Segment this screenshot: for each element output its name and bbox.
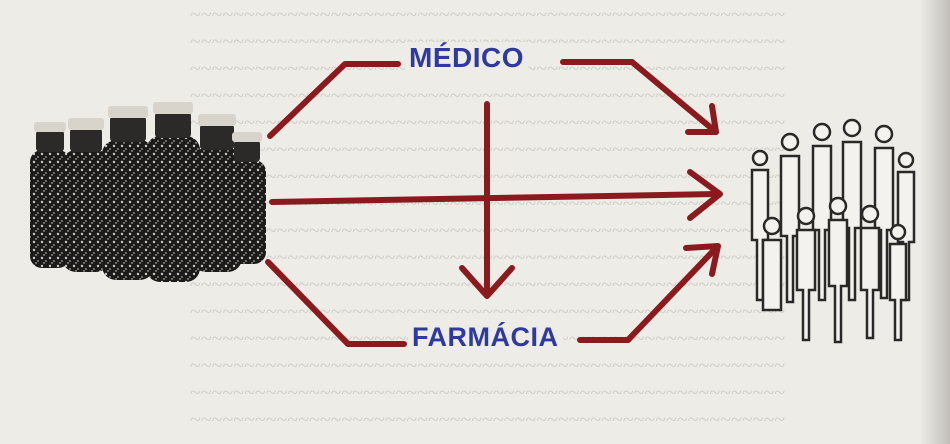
arrow-bottles-to-medico [267,61,401,139]
bottle-icon [30,122,70,268]
person-icon [888,223,908,342]
people-crowd-icon [750,118,916,344]
person-icon [779,132,801,304]
arrow-bottles-to-people-head [687,169,723,221]
person-icon [859,204,881,340]
node-label-medico: MÉDICO [405,42,528,74]
medicine-bottles-icon [30,102,266,282]
arrow-medico-to-people-head [685,103,719,135]
arrow-farmacia-to-people [577,245,719,343]
person-icon [761,216,783,312]
person-icon [827,196,849,344]
bottle-icon [102,106,154,280]
bottle-icon [62,118,110,272]
node-label-farmacia: FARMÁCIA [408,322,563,353]
arrow-medico-to-farmacia-head [459,265,515,299]
person-icon [896,151,916,302]
bottle-icon [146,102,200,282]
bottle-icon [228,132,266,264]
arrow-bottles-to-people [269,191,719,205]
arrow-bottles-to-farmacia [265,259,407,347]
page-edge-shadow [920,0,950,444]
arrow-farmacia-to-people-head [683,243,721,277]
person-icon [795,206,817,342]
arrow-medico-to-people [560,59,719,135]
